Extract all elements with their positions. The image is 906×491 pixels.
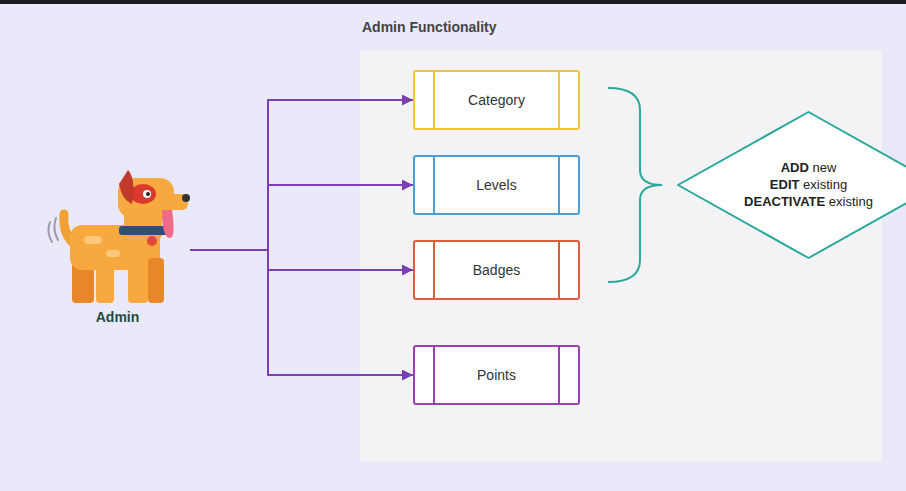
box-divider — [558, 157, 560, 213]
diamond-line: DEACTIVATE existing — [744, 193, 873, 210]
box-label: Category — [468, 92, 525, 108]
dog-illustration — [48, 170, 190, 303]
curly-brace — [608, 88, 662, 282]
admin-actor: Admin — [45, 175, 190, 325]
process-box: Category — [413, 70, 580, 130]
box-divider — [558, 72, 560, 128]
box-label: Badges — [473, 262, 520, 278]
box-divider — [433, 72, 435, 128]
box-label: Points — [477, 367, 516, 383]
top-strip — [0, 0, 906, 4]
box-divider — [433, 347, 435, 403]
arrow-connector — [190, 250, 413, 270]
process-box: Points — [413, 345, 580, 405]
arrow-connector — [190, 250, 413, 375]
diamond-line: EDIT existing — [744, 177, 873, 194]
box-divider — [433, 242, 435, 298]
diamond-line: ADD new — [744, 160, 873, 177]
decision-diamond: ADD newEDIT existingDEACTIVATE existing — [676, 110, 906, 260]
box-divider — [558, 347, 560, 403]
arrow-connector — [190, 185, 413, 250]
function-panel: CategoryLevelsBadgesPoints ADD newEDIT ex… — [360, 50, 882, 462]
arrow-connector — [190, 100, 413, 250]
text-holder: ADD newEDIT existingDEACTIVATE existing — [744, 160, 873, 211]
box-divider — [433, 157, 435, 213]
process-box: Badges — [413, 240, 580, 300]
box-divider — [558, 242, 560, 298]
box-label: Levels — [476, 177, 516, 193]
panel-heading: Admin Functionality — [362, 19, 497, 35]
label-holder: Admin — [45, 309, 190, 325]
actor-label: Admin — [96, 309, 140, 325]
process-box: Levels — [413, 155, 580, 215]
